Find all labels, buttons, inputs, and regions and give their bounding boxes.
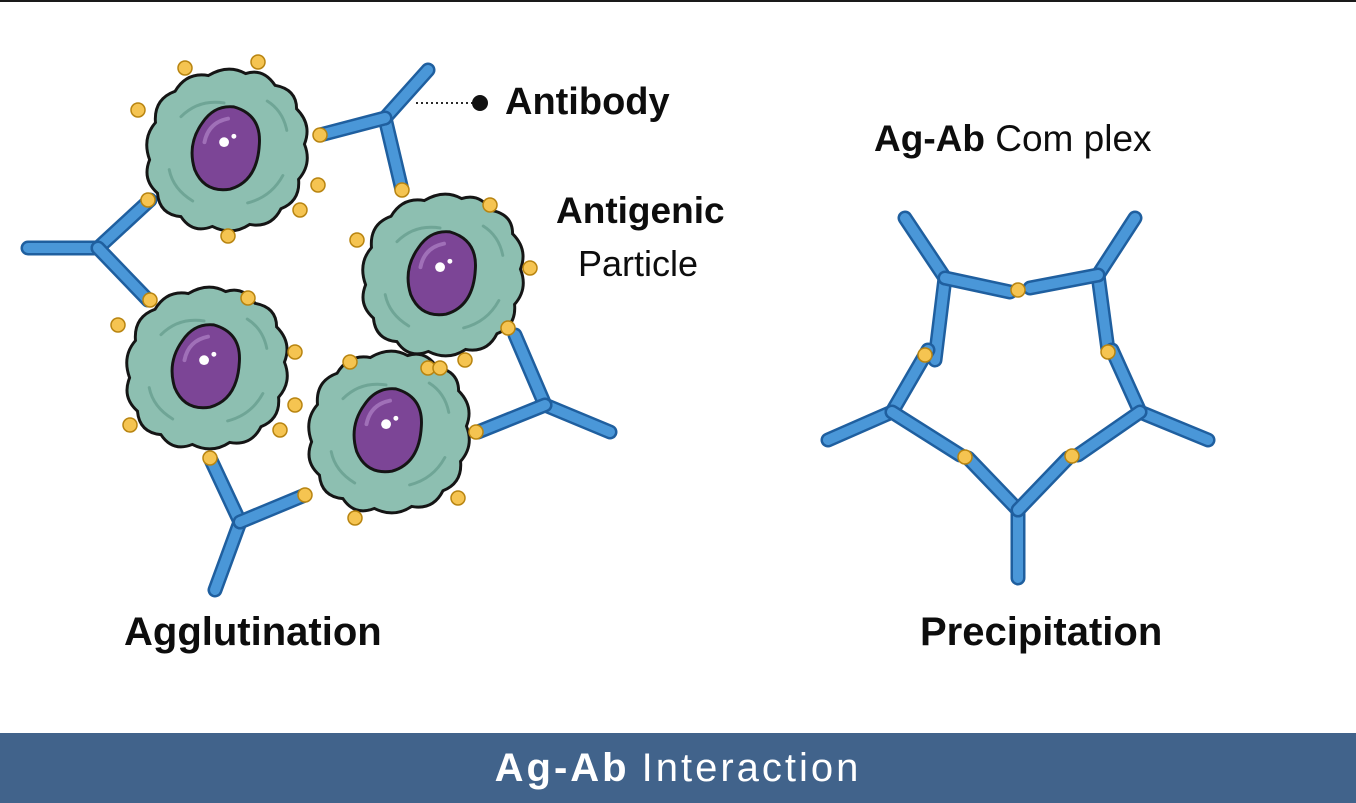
label-agglutination: Agglutination [124,610,382,654]
antibody-stem [1093,270,1113,355]
antigen-dot [130,102,146,118]
antibody-arm [235,490,310,527]
label-particle: Particle [578,243,699,284]
antibody-arm [93,195,155,253]
antigenic-particle-4 [306,349,472,515]
antigen-dot [312,127,328,143]
ag-ab-diagram [20,54,1216,598]
antibody-agg-2 [20,192,158,308]
antigen-dot [394,182,410,198]
antigenic-particle-3 [124,285,290,451]
antigen-dot [432,360,448,376]
antibody-arm [93,243,153,305]
bound-antigen-dot [957,449,973,465]
antigen-dot [140,192,156,208]
antibody-precip-5 [820,342,968,463]
label-ag-ab-complex: Ag-Ab Com plex [874,120,1152,157]
label-precipitation: Precipitation [920,610,1163,654]
antigen-dot [342,354,358,370]
antigen-dot [202,450,218,466]
antibody-arm [205,453,245,527]
label-antibody: Antibody [505,81,670,123]
antigen-dot [482,197,498,213]
antibody-arm [380,65,433,123]
antibody-arm [1013,453,1073,515]
antibody-stem [930,273,950,365]
antigen-dot [240,290,256,306]
antibody-precip-2 [1022,210,1143,358]
antibody-stem [380,113,407,195]
antibody-agg-3 [470,327,618,440]
bound-antigen-dot [1100,344,1116,360]
antigen-dot [468,424,484,440]
antigen-dot [349,232,365,248]
antibody-arm [1093,213,1140,280]
antigen-dot [142,292,158,308]
antigen-dot [177,60,193,76]
antigenic-particle-2 [360,192,526,358]
antibody-stem [210,517,245,595]
antibody-pointer-dot [472,95,488,111]
footer-bar: Ag-Ab Interaction [0,733,1356,803]
antigen-dot [287,397,303,413]
antibody-arm [940,273,1015,297]
antibody-agg-4 [202,450,313,598]
complex-bold-part: Ag-Ab [874,118,985,159]
footer-title-rest: Interaction [641,745,862,790]
antibody-stem [823,407,897,445]
antigen-dot [450,490,466,506]
antibody-agg-1 [312,62,436,198]
antigenic-particle-1 [144,67,310,233]
antigen-dot [457,352,473,368]
bound-antigen-dot [917,347,933,363]
antibody-stem [1135,407,1213,445]
antigen-dot [122,417,138,433]
antibody-stem [540,400,615,437]
antibody-arm [473,400,550,437]
complex-rest-part: Com plex [995,118,1152,159]
antibody-arm [1073,407,1145,460]
antigen-dot [522,260,538,276]
antigen-dot [500,320,516,336]
antigen-dot [220,228,236,244]
label-antigenic: Antigenic [556,190,725,231]
antigen-dot [272,422,288,438]
antibody-arm [1107,345,1145,417]
antibody-arm [315,113,390,140]
antigen-dot [310,177,326,193]
bound-antigen-dot [1064,448,1080,464]
antigen-dot [297,487,313,503]
bound-antigen-dot [1010,282,1026,298]
antigen-dot [347,510,363,526]
antigen-dot [292,202,308,218]
antibody-arm [900,213,950,283]
footer-title-bold: Ag-Ab [494,745,630,790]
antigen-dot [110,317,126,333]
antibody-arm [510,330,550,410]
antibody-arm [887,407,965,460]
antibody-precip-1 [897,210,1018,368]
antibody-arm [1025,270,1103,293]
antibody-arm [963,453,1023,515]
top-border [0,0,1356,2]
antigen-dot [287,344,303,360]
antibody-precip-3 [1070,342,1216,463]
antigen-dot [250,54,266,70]
antibody-precip-4 [960,450,1076,586]
